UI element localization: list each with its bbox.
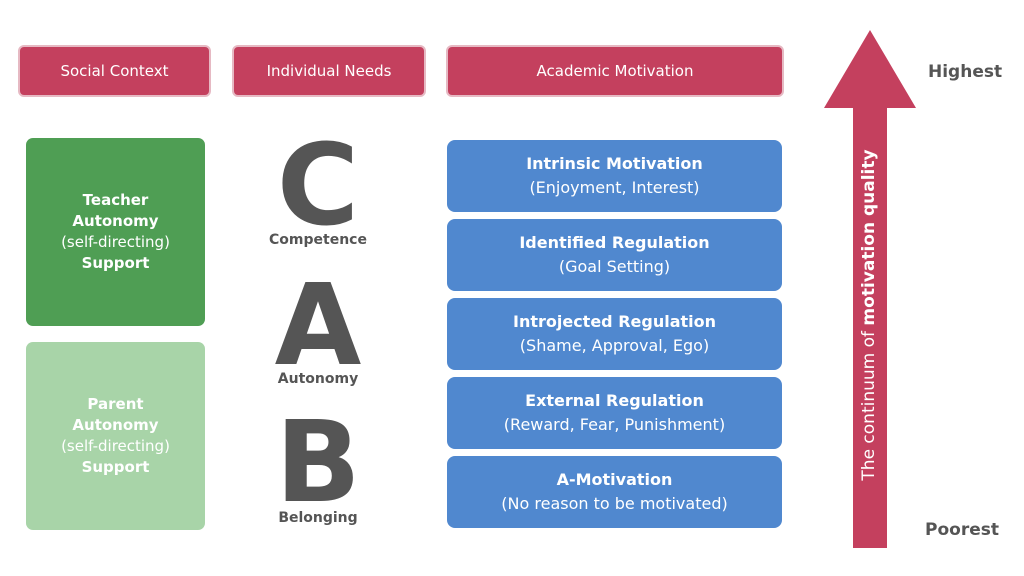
continuum-bold: motivation quality xyxy=(859,149,879,326)
identified-regulation-title: Identified Regulation xyxy=(519,233,710,252)
introjected-regulation-subtitle: (Shame, Approval, Ego) xyxy=(519,336,710,355)
parent-support-label: Support xyxy=(81,458,150,476)
parent-label: Parent xyxy=(87,395,144,413)
header-social-context: Social Context xyxy=(18,45,211,97)
competence-letter: C xyxy=(276,121,360,251)
header-academic-motivation: Academic Motivation xyxy=(446,45,784,97)
external-regulation-title: External Regulation xyxy=(525,391,704,410)
parent-self-directing-label: (self-directing) xyxy=(61,437,170,455)
introjected-regulation-title: Introjected Regulation xyxy=(512,312,717,331)
autonomy-label: Autonomy xyxy=(277,371,359,387)
intrinsic-motivation-box: Intrinsic Motivation (Enjoyment, Interes… xyxy=(447,140,782,212)
intrinsic-motivation-subtitle: (Enjoyment, Interest) xyxy=(529,178,700,197)
teacher-self-directing-label: (self-directing) xyxy=(61,233,170,251)
teacher-label: Teacher xyxy=(82,191,149,209)
external-regulation-subtitle: (Reward, Fear, Punishment) xyxy=(503,415,726,434)
parent-autonomy-label: Autonomy xyxy=(72,416,159,434)
autonomy-letter: A xyxy=(274,261,362,391)
continuum-prefix: The continuum of xyxy=(859,325,879,481)
competence-label: Competence xyxy=(269,232,367,248)
a-motivation-box: A-Motivation (No reason to be motivated) xyxy=(447,456,782,528)
belonging-label: Belonging xyxy=(278,510,358,526)
teacher-support-label: Support xyxy=(81,254,150,272)
teacher-autonomy-label: Autonomy xyxy=(72,212,159,230)
teacher-autonomy-support-box: Teacher Autonomy (self-directing) Suppor… xyxy=(26,138,205,326)
intrinsic-motivation-title: Intrinsic Motivation xyxy=(526,154,703,173)
poorest-label: Poorest xyxy=(925,520,999,540)
identified-regulation-box: Identified Regulation (Goal Setting) xyxy=(447,219,782,291)
highest-label: Highest xyxy=(928,62,1003,82)
a-motivation-title: A-Motivation xyxy=(556,470,673,489)
belonging-letter: B xyxy=(275,398,361,528)
continuum-arrow xyxy=(824,30,916,548)
identified-regulation-subtitle: (Goal Setting) xyxy=(558,257,671,276)
introjected-regulation-box: Introjected Regulation (Shame, Approval,… xyxy=(447,298,782,370)
continuum-arrow-label: The continuum of motivation quality xyxy=(854,115,884,515)
external-regulation-box: External Regulation (Reward, Fear, Punis… xyxy=(447,377,782,449)
parent-autonomy-support-box: Parent Autonomy (self-directing) Support xyxy=(26,342,205,530)
a-motivation-subtitle: (No reason to be motivated) xyxy=(501,494,728,513)
header-individual-needs: Individual Needs xyxy=(232,45,426,97)
